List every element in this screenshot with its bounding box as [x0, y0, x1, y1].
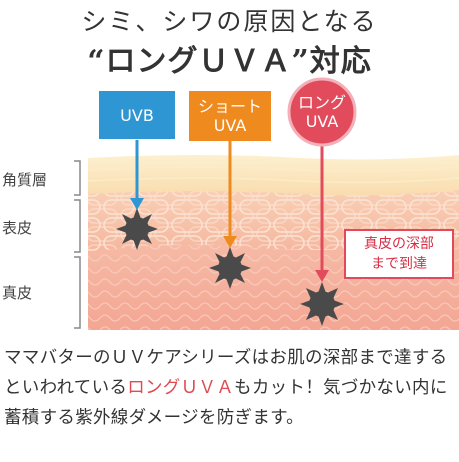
description-part-1: ママバターのＵＶケアシリーズはお肌の深部まで達するといわれている [4, 348, 448, 398]
damage-spot-epidermis [116, 208, 158, 250]
short-uva-box: ショート UVA [189, 91, 271, 141]
long-uva-badge: ロング UVA [289, 79, 355, 145]
title-line-1: シミ、シワの原因となる [81, 7, 378, 36]
layer-brackets [74, 160, 81, 329]
damage-spot-upper-dermis [209, 247, 251, 289]
title-line-2: “ロングＵＶＡ”対応 [87, 44, 372, 79]
long-uva-badge-bg [287, 77, 357, 147]
label-dermis: 真皮 [2, 284, 33, 302]
label-epidermis: 表皮 [2, 219, 33, 237]
damage-spot-deep-dermis [300, 282, 344, 326]
long-uva-label-line2: UVA [305, 112, 339, 131]
uvb-label: UVB [120, 105, 154, 125]
short-uva-label-line1: ショート [197, 97, 262, 116]
uvb-box: UVB [99, 91, 175, 139]
label-stratum-corneum: 角質層 [2, 171, 48, 189]
stratum-corneum-layer [88, 155, 459, 196]
long-uva-label-line1: ロング [297, 93, 346, 112]
reach-callout: 真皮の深部 まで到達 [344, 229, 454, 279]
uvb-arrow [130, 140, 144, 210]
long-uva-arrow [315, 140, 329, 282]
callout-line-1: 真皮の深部 [364, 236, 434, 252]
description-highlight: ロングＵＶＡ [127, 378, 235, 398]
short-uva-arrow [223, 140, 237, 248]
callout-line-2: まで到達 [371, 256, 427, 272]
short-uva-label-line2: UVA [213, 116, 247, 135]
description-text: ママバターのＵＶケアシリーズはお肌の深部まで達するといわれているロングＵＶＡもカ… [4, 343, 459, 433]
description-part-2: もカット！気づかない内に蓄積する紫外線ダメージを防ぎます。 [4, 378, 448, 428]
